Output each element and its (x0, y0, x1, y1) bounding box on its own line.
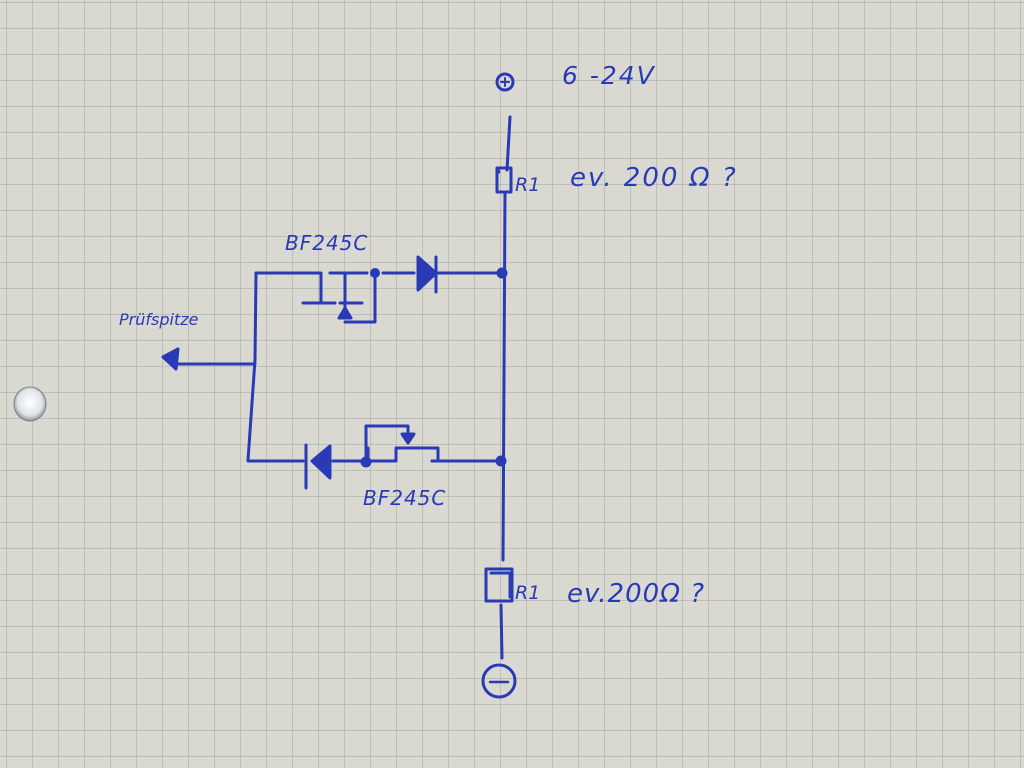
minus-terminal (481, 663, 517, 699)
diode-lower (304, 443, 332, 490)
transistor-top-label: BF245C (285, 231, 368, 255)
punch-hole (13, 386, 47, 422)
main-rail-bottom (499, 603, 504, 660)
resistor-top-note: ev. 200 Ω ? (570, 163, 738, 193)
resistor-top-label: R1 (515, 174, 540, 196)
voltage-label: 6 -24V (562, 61, 656, 90)
jfet-lower-symbol (364, 424, 464, 463)
circuit-ink (161, 72, 517, 699)
resistor-bottom-label: R1 (515, 582, 540, 604)
probe-arrow (161, 347, 180, 371)
resistor-top-symbol (495, 166, 513, 194)
main-rail-middle (501, 191, 507, 562)
plus-terminal (495, 72, 515, 92)
resistor-bottom-note: ev.200Ω ? (567, 579, 705, 609)
main-rail-top (505, 115, 512, 172)
resistor-bottom-symbol (484, 567, 514, 603)
probe-label: Prüfspitze (119, 310, 199, 329)
transistor-bottom-label: BF245C (363, 486, 446, 510)
jfet-upper-symbol (301, 271, 377, 324)
diode-upper (416, 255, 438, 294)
left-vertical-wire (246, 271, 258, 462)
